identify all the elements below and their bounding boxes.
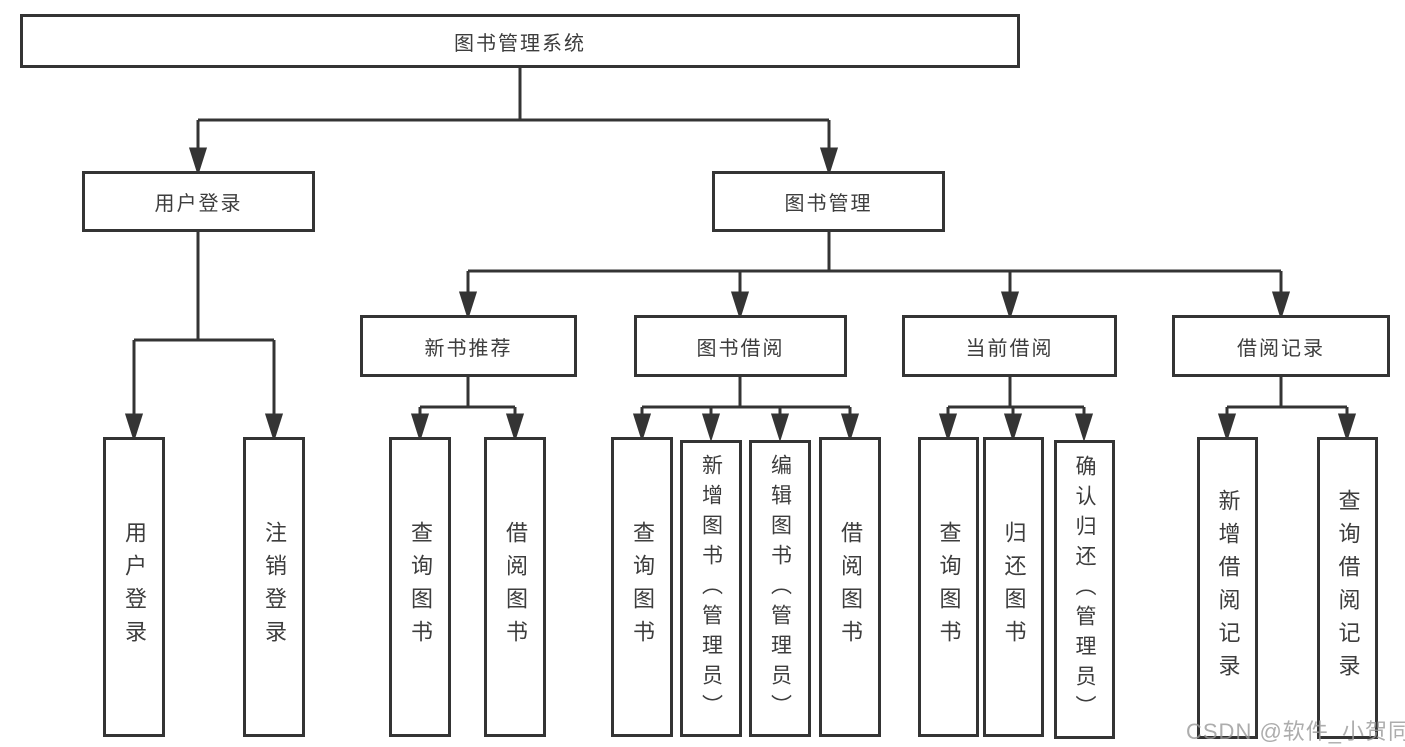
leaf-borrow-borrow-books: 借阅图书: [819, 437, 881, 737]
connector-borrow-to-leaves: [632, 377, 860, 442]
leaf-borrow-query-books: 查询图书: [611, 437, 673, 737]
connector-user-login-to-leaves: [124, 232, 284, 442]
leaf-current-confirm-return-admin: 确认归还（管理员）: [1054, 440, 1115, 739]
connector-root-to-level2: [188, 68, 839, 176]
connector-book-management-to-level3: [458, 232, 1291, 320]
node-current-borrow: 当前借阅: [902, 315, 1117, 377]
leaf-current-query-books: 查询图书: [918, 437, 979, 737]
node-book-management: 图书管理: [712, 171, 945, 232]
node-root-label: 图书管理系统: [454, 32, 586, 55]
node-user-login-branch: 用户登录: [82, 171, 315, 232]
leaf-current-return-books: 归还图书: [983, 437, 1044, 737]
leaf-recommend-query-books-label: 查询图书: [408, 521, 433, 653]
node-borrow-records: 借阅记录: [1172, 315, 1390, 377]
leaf-records-add-record-label: 新增借阅记录: [1215, 489, 1241, 687]
node-current-borrow-label: 当前借阅: [965, 337, 1054, 360]
leaf-recommend-query-books: 查询图书: [389, 437, 451, 737]
leaf-records-query-record-label: 查询借阅记录: [1335, 489, 1361, 687]
leaf-recommend-borrow-books-label: 借阅图书: [503, 521, 528, 653]
leaf-current-confirm-return-admin-label: 确认归还（管理员）: [1073, 454, 1096, 725]
leaf-user-login-label: 用户登录: [122, 521, 147, 653]
node-book-management-label: 图书管理: [784, 193, 873, 215]
leaf-logout: 注销登录: [243, 437, 305, 737]
node-borrow-records-label: 借阅记录: [1237, 337, 1325, 360]
leaf-borrow-edit-books-admin: 编辑图书（管理员）: [749, 440, 811, 737]
connector-current-to-leaves: [938, 377, 1094, 442]
connector-recommend-to-leaves: [410, 377, 525, 442]
leaf-user-login: 用户登录: [103, 437, 165, 737]
node-book-borrow-label: 图书借阅: [696, 337, 785, 360]
node-root: 图书管理系统: [20, 14, 1020, 68]
leaf-borrow-query-books-label: 查询图书: [630, 521, 655, 653]
leaf-current-return-books-label: 归还图书: [1001, 521, 1027, 653]
leaf-borrow-borrow-books-label: 借阅图书: [838, 521, 863, 653]
node-new-book-recommend-label: 新书推荐: [424, 337, 513, 360]
node-user-login-branch-label: 用户登录: [154, 193, 243, 215]
leaf-borrow-edit-books-admin-label: 编辑图书（管理员）: [768, 453, 792, 724]
node-new-book-recommend: 新书推荐: [360, 315, 577, 377]
csdn-watermark: CSDN @软件_小贺同学: [1186, 719, 1405, 744]
leaf-borrow-add-books-admin: 新增图书（管理员）: [680, 440, 742, 737]
leaf-recommend-borrow-books: 借阅图书: [484, 437, 546, 737]
leaf-records-query-record: 查询借阅记录: [1317, 437, 1378, 739]
leaf-current-query-books-label: 查询图书: [936, 521, 962, 653]
connector-records-to-leaves: [1217, 377, 1357, 442]
node-book-borrow: 图书借阅: [634, 315, 847, 377]
leaf-logout-label: 注销登录: [262, 521, 287, 653]
leaf-records-add-record: 新增借阅记录: [1197, 437, 1258, 739]
leaf-borrow-add-books-admin-label: 新增图书（管理员）: [699, 453, 723, 724]
